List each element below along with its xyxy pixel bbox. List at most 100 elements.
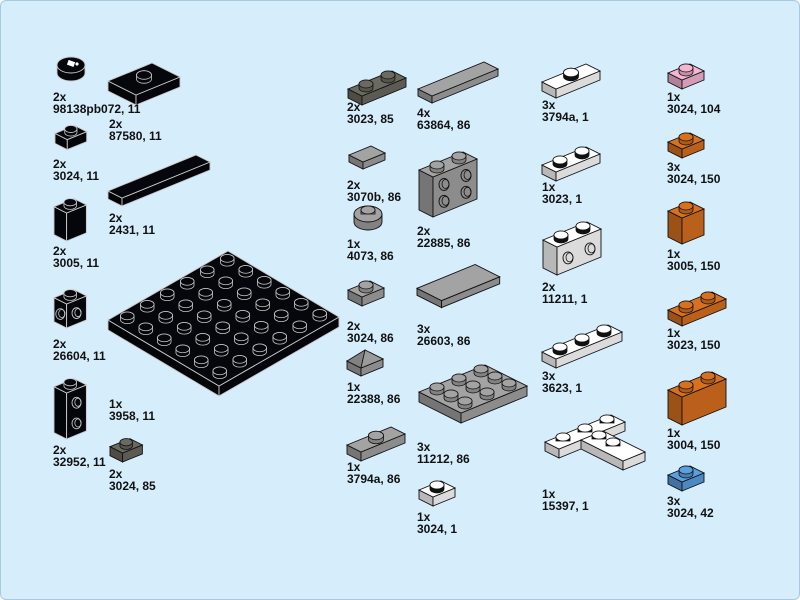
part-quantity: 2x bbox=[109, 211, 123, 225]
stud-top bbox=[553, 230, 569, 240]
stud-top bbox=[678, 300, 694, 310]
stud-top bbox=[200, 265, 215, 275]
stud-top bbox=[358, 280, 374, 290]
stud-top bbox=[157, 333, 172, 343]
stud-top bbox=[473, 364, 489, 374]
stud-top bbox=[235, 310, 250, 319]
stud-top bbox=[255, 298, 270, 308]
stud-top bbox=[119, 438, 133, 447]
stud-top bbox=[63, 289, 77, 298]
part-image bbox=[666, 132, 706, 159]
part-image bbox=[417, 364, 529, 424]
stud-top bbox=[429, 480, 445, 490]
stud-top bbox=[252, 343, 267, 353]
part-id-color: 3005, 150 bbox=[667, 259, 721, 273]
part-id-color: 3023, 150 bbox=[667, 338, 721, 352]
part-quantity: 1x bbox=[347, 460, 361, 474]
slope-face bbox=[360, 349, 384, 369]
part-id-color: 11212, 86 bbox=[417, 452, 470, 466]
part-image bbox=[52, 198, 88, 242]
part-image bbox=[345, 349, 385, 377]
stud-top bbox=[368, 430, 384, 441]
side-stud-ring bbox=[74, 397, 82, 407]
part-image bbox=[666, 201, 706, 245]
part-quantity: 2x bbox=[53, 443, 67, 457]
stud-top bbox=[257, 276, 272, 285]
stud-top bbox=[678, 465, 694, 475]
part-id-color: 3024, 11 bbox=[53, 169, 100, 183]
stud-top bbox=[136, 70, 152, 80]
stud-top bbox=[254, 321, 269, 330]
part-image bbox=[666, 63, 706, 90]
part-image bbox=[417, 480, 457, 507]
stud-top bbox=[312, 309, 327, 318]
part-id-color: 11211, 1 bbox=[542, 292, 588, 306]
stud-top bbox=[501, 378, 517, 388]
print-detail bbox=[75, 62, 79, 66]
part-quantity: 3x bbox=[417, 322, 431, 336]
stud-top bbox=[232, 355, 247, 364]
part-quantity: 1x bbox=[667, 326, 681, 340]
part-quantity: 2x bbox=[347, 100, 361, 114]
stud-top bbox=[678, 201, 694, 211]
stud-top bbox=[575, 221, 591, 231]
stud-top bbox=[700, 371, 716, 381]
part-quantity: 1x bbox=[347, 380, 361, 394]
stud-top bbox=[274, 309, 289, 319]
side-stud-ring bbox=[587, 243, 596, 254]
stud-top bbox=[215, 321, 230, 331]
part-image bbox=[543, 414, 647, 471]
stud-top bbox=[217, 299, 232, 308]
stud-top bbox=[234, 332, 249, 342]
part-id-color: 2431, 11 bbox=[109, 223, 156, 237]
stud-top bbox=[158, 311, 173, 320]
part-image bbox=[345, 426, 407, 462]
part-image bbox=[666, 291, 728, 327]
side-stud-ring bbox=[74, 418, 82, 428]
part-id-color: 3024, 150 bbox=[667, 172, 721, 186]
stud-top bbox=[678, 132, 694, 142]
stud-top bbox=[175, 344, 190, 354]
part-id-color: 3024, 42 bbox=[667, 506, 714, 520]
side-stud-ring bbox=[74, 308, 82, 318]
stud-top bbox=[294, 298, 309, 307]
part-id-color: 3005, 11 bbox=[53, 256, 100, 270]
part-quantity: 1x bbox=[667, 90, 681, 104]
part-id-color: 87580, 11 bbox=[109, 129, 162, 143]
stud-top bbox=[238, 265, 253, 274]
stud-top bbox=[63, 378, 77, 387]
part-image bbox=[52, 289, 88, 329]
stud-top bbox=[563, 67, 579, 78]
part-id-color: 3794a, 86 bbox=[347, 472, 401, 486]
stud-top bbox=[177, 322, 192, 331]
stud-top bbox=[218, 276, 233, 286]
stud-top bbox=[465, 380, 481, 390]
part-image bbox=[540, 146, 602, 182]
part-id-color: 3023, 85 bbox=[347, 112, 394, 126]
stud-top bbox=[237, 287, 252, 297]
part-id-color: 3024, 85 bbox=[109, 479, 156, 493]
part-id-color: 3024, 1 bbox=[417, 522, 458, 536]
stud-top bbox=[140, 300, 155, 309]
part-id-color: 32952, 11 bbox=[53, 455, 106, 469]
stud-top bbox=[552, 155, 568, 165]
part-id-color: 63864, 86 bbox=[417, 118, 471, 132]
stud-top bbox=[596, 324, 612, 334]
stud-top bbox=[360, 205, 376, 215]
part-id-color: 3070b, 86 bbox=[347, 190, 402, 204]
stud-top bbox=[678, 380, 694, 390]
part-quantity: 2x bbox=[347, 319, 361, 333]
